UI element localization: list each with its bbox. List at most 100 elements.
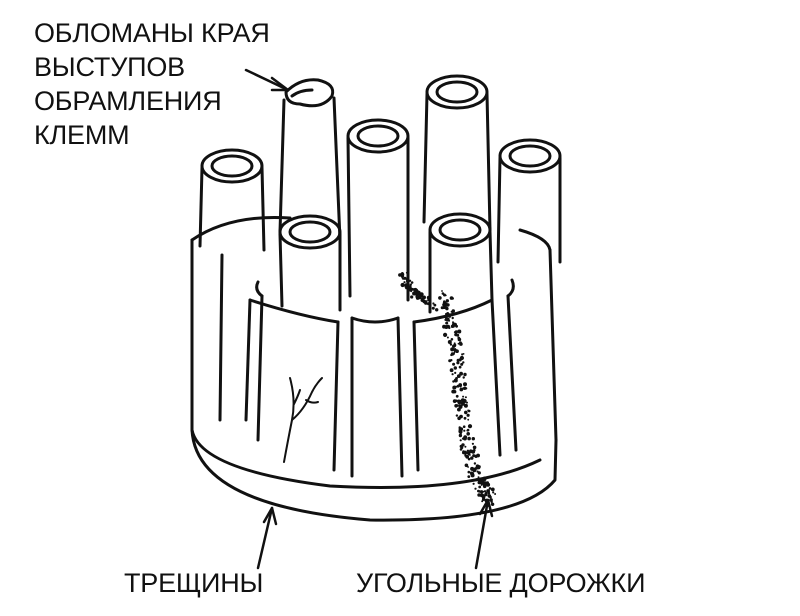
carbon-speck [457,400,462,405]
carbon-speck [481,500,484,503]
carbon-speck [466,413,470,417]
carbon-speck [455,324,458,328]
carbon-speck [457,329,462,334]
carbon-speck [451,316,454,320]
carbon-speck [461,443,465,447]
tower-right [496,138,562,264]
carbon-speck [445,312,448,316]
carbon-speck [451,309,455,313]
carbon-speck [403,281,406,284]
carbon-speck [450,324,454,328]
carbon-speck [466,449,470,452]
carbon-speck [459,448,463,451]
carbon-speck [483,476,486,479]
label-broken-edges: ОБЛОМАНЫ КРАЯ ВЫСТУПОВ ОБРАМЛЕНИЯ КЛЕММ [34,16,270,152]
carbon-speck [410,290,413,293]
carbon-speck [459,439,462,442]
carbon-speck [458,404,462,408]
carbon-speck [467,475,471,478]
carbon-speck [431,306,435,310]
carbon-speck [472,454,476,458]
carbon-speck [463,450,468,455]
tower-broken [278,78,342,242]
carbon-speck [453,348,457,352]
carbon-speck [478,485,482,489]
carbon-speck [453,385,457,389]
carbon-speck [445,321,449,325]
carbon-speck [473,462,477,465]
carbon-speck [444,317,448,321]
carbon-speck [470,473,475,478]
carbon-speck [445,299,449,303]
carbon-tracks-mark [398,271,497,507]
carbon-speck [456,333,460,337]
carbon-speck [465,387,468,390]
carbon-speck [472,482,475,485]
carbon-speck [463,372,467,377]
carbon-speck [481,496,484,499]
carbon-speck [484,498,489,503]
arrow-cracks [256,506,278,570]
carbon-speck [450,352,455,356]
tower-back-left [198,148,266,252]
carbon-speck [463,435,468,439]
label-broken-edges-line2: ВЫСТУПОВ [34,52,185,82]
tower-back-right [422,74,492,232]
carbon-speck [426,295,431,300]
carbon-speck [489,498,493,502]
carbon-speck [464,463,469,468]
carbon-speck [469,471,473,475]
carbon-speck [451,373,454,376]
carbon-speck [480,483,483,486]
carbon-speck [492,491,495,494]
carbon-speck [458,358,462,362]
carbon-speck [479,480,483,484]
carbon-speck [448,313,452,317]
carbon-speck [463,403,468,408]
carbon-speck [452,362,456,366]
carbon-speck [461,353,464,356]
carbon-speck [462,395,465,398]
carbon-speck [401,276,404,279]
carbon-speck [490,502,495,506]
carbon-speck [422,295,426,300]
carbon-speck [443,300,446,302]
carbon-speck [444,325,449,329]
carbon-speck [460,401,465,406]
carbon-speck [443,332,448,337]
carbon-speck [466,401,468,404]
carbon-speck [447,340,452,344]
carbon-speck [477,489,480,493]
carbon-speck [458,428,462,431]
carbon-speck [463,429,466,432]
carbon-speck [415,295,418,298]
carbon-speck [481,497,486,501]
carbon-speck [442,301,445,304]
carbon-speck [461,437,465,440]
arrow-carbon-tracks [474,498,494,570]
carbon-speck [457,342,460,345]
arrow-broken-edges [244,68,290,92]
carbon-speck [453,378,458,383]
carbon-speck [467,418,470,421]
carbon-speck [449,368,454,373]
carbon-speck [479,490,484,494]
label-carbon-tracks: УГОЛЬНЫЕ ДОРОЖКИ [356,568,646,598]
carbon-speck [462,361,465,364]
carbon-speck [426,302,430,306]
carbon-speck [463,416,467,420]
carbon-speck [451,389,456,394]
carbon-speck [440,306,444,310]
carbon-speck [477,493,481,497]
carbon-speck [403,276,407,280]
tower-center [346,118,410,302]
carbon-speck [466,451,470,455]
carbon-speck [465,454,470,459]
cap-base [190,428,558,522]
carbon-speck [449,296,454,300]
cap-body [190,216,558,478]
carbon-speck [471,437,475,441]
carbon-speck [486,489,490,493]
